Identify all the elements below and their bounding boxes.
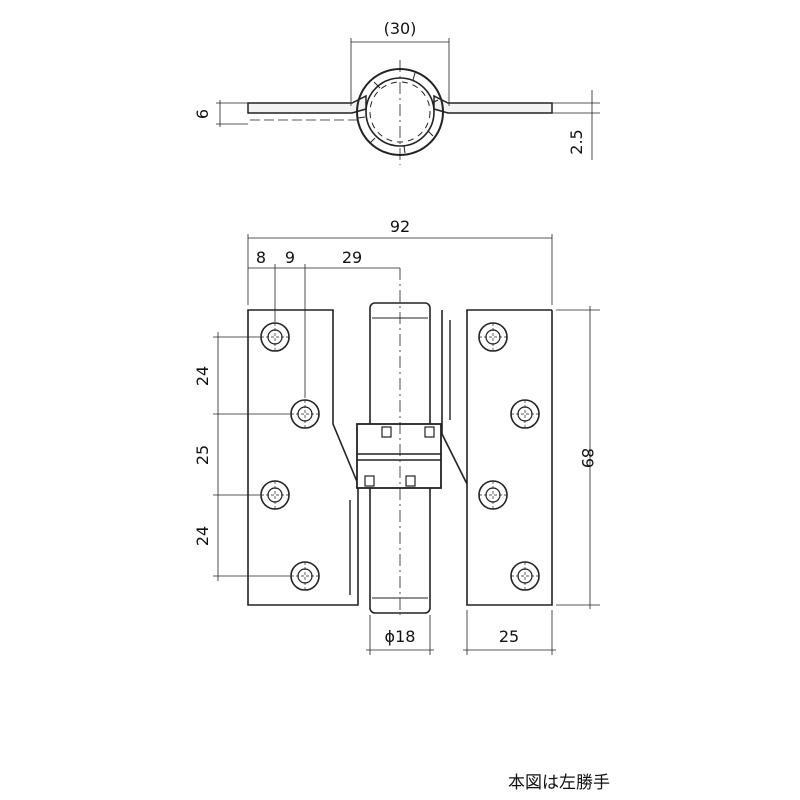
dim-knuckle-diameter: ϕ18 [385,627,416,646]
top-view-ring-hatch [357,72,439,154]
dim-offset-b: 9 [285,248,295,267]
screw-hole [510,399,540,429]
dim-overall-width: 92 [390,217,410,236]
dim-pitch-bottom: 24 [193,526,212,546]
screw-hole [510,561,540,591]
screw-hole [260,322,290,352]
drawing-note: 本図は左勝手 [508,773,610,793]
top-view-left-plate [247,94,367,114]
screw-hole [290,399,320,429]
screw-hole [478,322,508,352]
screw-hole [260,480,290,510]
dim-offset-a: 8 [256,248,266,267]
front-view [247,268,553,615]
dim-offset-c: 29 [342,248,362,267]
front-dimension-lines [213,234,600,655]
screw-holes [260,322,540,591]
dim-top-thickness: 6 [193,109,212,119]
dim-top-width: (30) [384,19,417,38]
dim-pitch-mid: 25 [193,445,212,465]
dim-height: 89 [578,448,597,468]
dim-leaf-width: 25 [499,627,519,646]
right-leaf [441,309,552,485]
knuckle-middle [356,423,442,489]
screw-hole [290,561,320,591]
dim-pitch-top: 24 [193,366,212,386]
top-view-right-plate [433,94,553,114]
top-view [216,38,600,165]
left-leaf [247,309,359,606]
dim-top-plate: 2.5 [567,129,586,154]
screw-hole [478,480,508,510]
